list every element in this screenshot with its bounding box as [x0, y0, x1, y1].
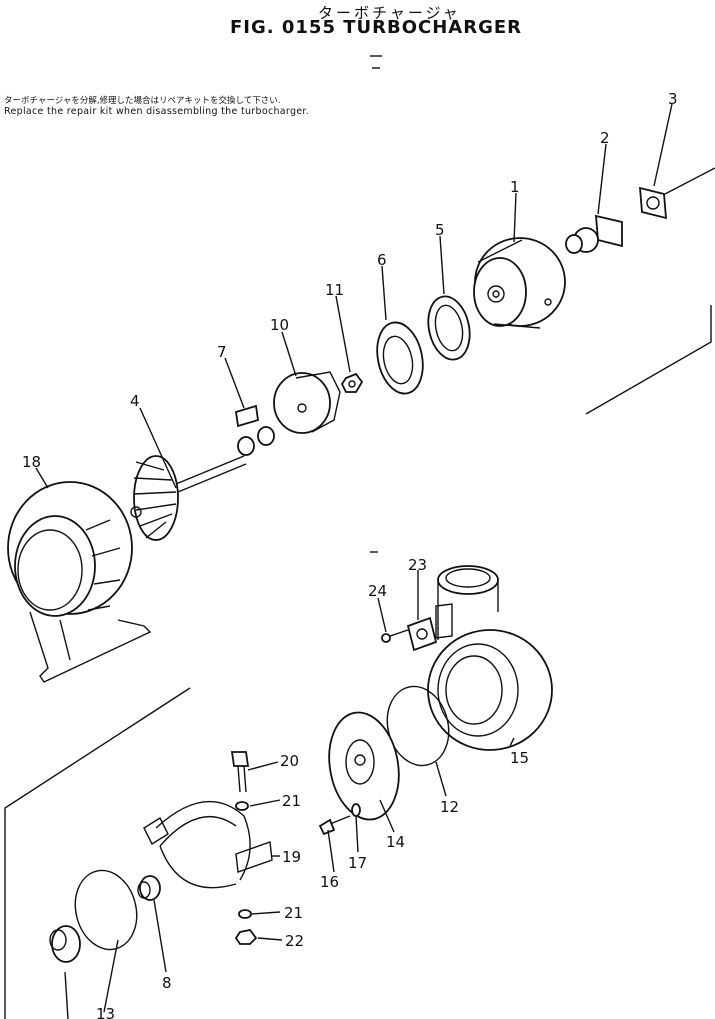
callout-10: 10 [270, 316, 289, 334]
note-english: Replace the repair kit when disassemblin… [4, 106, 310, 117]
part-23-gasket [406, 616, 438, 652]
callout-21-lower: 21 [284, 904, 303, 922]
part-19-v-band-clamp [143, 800, 273, 889]
part-22-nut [234, 929, 258, 945]
part-18-turbine-housing [7, 481, 152, 683]
callout-19: 19 [282, 848, 301, 866]
callout-24: 24 [368, 582, 387, 600]
frame-line [64, 971, 69, 1019]
part-21-washer-upper [235, 801, 249, 811]
part-24-bolt [381, 629, 409, 643]
part-20-bolt [230, 751, 250, 793]
callout-12: 12 [440, 798, 459, 816]
callout-23: 23 [408, 556, 427, 574]
callout-11: 11 [325, 281, 344, 299]
leader-lines [35, 103, 673, 973]
part-10-compressor-wheel [273, 371, 341, 434]
part-6-seal-plate [376, 321, 424, 395]
callout-13: 13 [96, 1005, 115, 1019]
callout-17: 17 [348, 854, 367, 872]
title-japanese: ターボチャージャ [318, 4, 461, 22]
callout-1: 1 [510, 178, 520, 196]
callout-16: 16 [320, 873, 339, 891]
bearing [49, 925, 81, 963]
part-13-o-ring [74, 869, 138, 951]
callout-15: 15 [510, 749, 529, 767]
frame-line [585, 305, 712, 415]
callout-14: 14 [386, 833, 405, 851]
part-15-compressor-housing [427, 565, 553, 751]
callout-4: 4 [130, 392, 140, 410]
callout-20: 20 [280, 752, 299, 770]
part-2-pipe-fitting [565, 214, 623, 254]
part-1-center-housing [473, 237, 566, 329]
callout-22: 22 [285, 932, 304, 950]
callout-21-upper: 21 [282, 792, 301, 810]
callout-8: 8 [162, 974, 172, 992]
note-japanese: ターボチャージャを分解,修理した場合はリペアキットを交換して下さい. [4, 96, 281, 106]
part-5-seal-ring [427, 295, 471, 361]
callout-3: 3 [668, 90, 678, 108]
part-12-o-ring [386, 685, 450, 767]
frame-line [4, 687, 191, 1019]
part-17-washer [351, 803, 361, 817]
part-3-square-washer [638, 186, 668, 220]
callout-2: 2 [600, 129, 610, 147]
callout-5: 5 [435, 221, 445, 239]
frame-line [664, 167, 715, 195]
callout-18: 18 [22, 453, 41, 471]
part-21-washer-lower [238, 909, 252, 919]
part-8-plug [137, 875, 161, 901]
part-11-nut [340, 372, 364, 393]
leader-line [103, 939, 119, 1013]
callout-7: 7 [217, 343, 227, 361]
callout-6: 6 [377, 251, 387, 269]
part-14-back-plate [328, 711, 400, 821]
page-title: FIG. 0155 TURBOCHARGER [230, 17, 523, 38]
part-4-turbine-shaft [130, 455, 247, 541]
part-7-thrust-collar [234, 404, 275, 456]
part-16-bolt [318, 815, 351, 836]
